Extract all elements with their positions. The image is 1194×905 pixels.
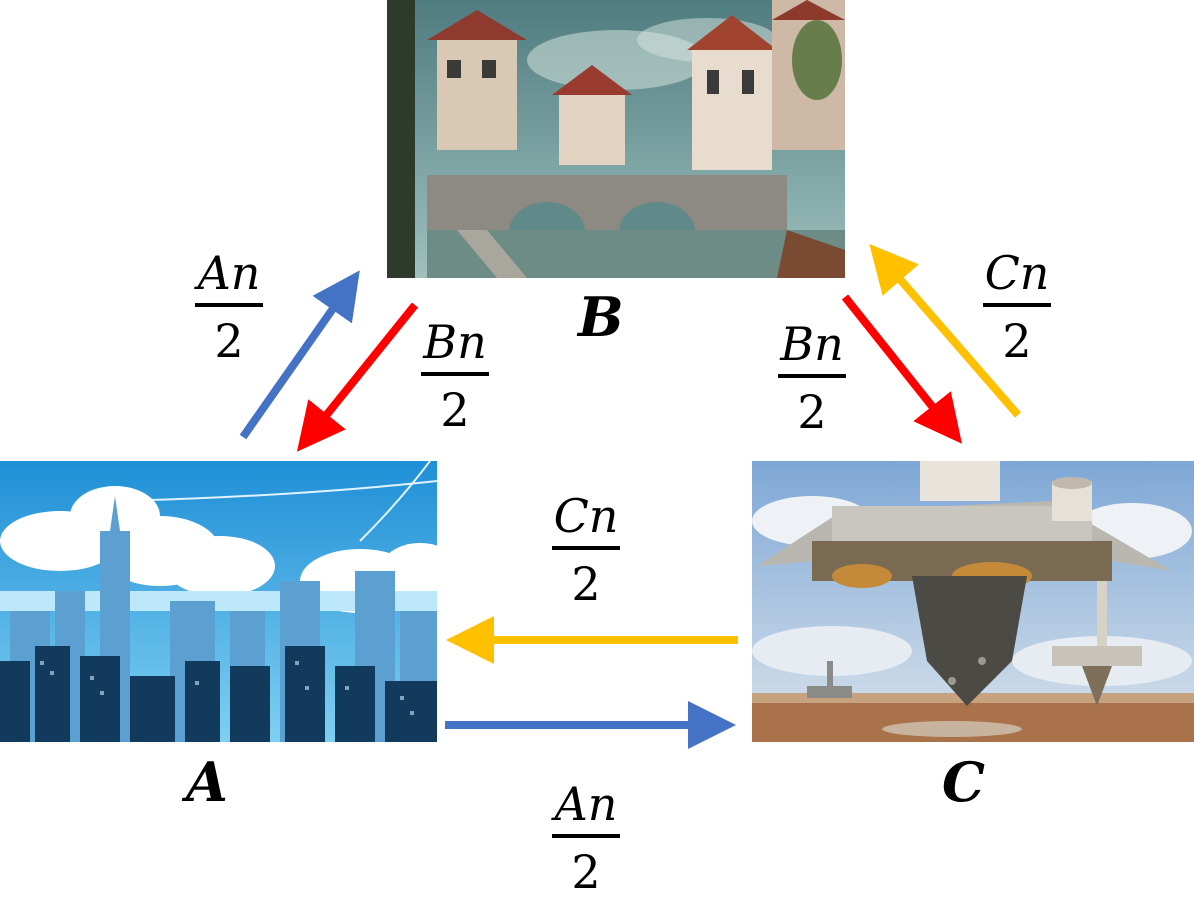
node-a-label: A (186, 750, 228, 814)
node-b-label: B (578, 285, 624, 349)
fraction-bar (983, 303, 1051, 307)
arrow-a-to-b (239, 270, 360, 440)
label-b-to-c-denominator: 2 (797, 385, 827, 439)
label-b-to-a-denominator: 2 (440, 383, 470, 437)
label-b-to-a: Bn 2 (415, 316, 495, 436)
fraction-bar (552, 834, 620, 838)
arrow-c-to-b (869, 243, 1022, 418)
label-c-to-a: Cn 2 (546, 490, 626, 610)
label-c-to-a-denominator: 2 (571, 557, 601, 611)
label-a-to-c: An 2 (546, 778, 626, 898)
label-c-to-b: Cn 2 (977, 247, 1057, 367)
node-c-image (752, 461, 1194, 742)
fraction-bar (778, 374, 846, 378)
label-c-to-b-numerator: Cn (984, 246, 1050, 300)
node-a-image (0, 461, 437, 742)
label-a-to-c-numerator: An (554, 777, 618, 831)
label-a-to-c-denominator: 2 (571, 845, 601, 899)
label-a-to-b: An 2 (189, 247, 269, 367)
node-c-label: C (942, 750, 985, 814)
label-b-to-c-numerator: Bn (780, 317, 844, 371)
label-a-to-b-denominator: 2 (214, 314, 244, 368)
label-b-to-a-numerator: Bn (423, 315, 487, 369)
label-c-to-b-denominator: 2 (1002, 314, 1032, 368)
label-a-to-b-numerator: An (197, 246, 261, 300)
node-b-image (387, 0, 845, 278)
label-b-to-c: Bn 2 (772, 318, 852, 438)
fraction-bar (552, 546, 620, 550)
arrow-b-to-a (296, 302, 419, 452)
label-c-to-a-numerator: Cn (553, 489, 619, 543)
arrow-b-to-c (841, 294, 962, 444)
fraction-bar (195, 303, 263, 307)
fraction-bar (421, 372, 489, 376)
